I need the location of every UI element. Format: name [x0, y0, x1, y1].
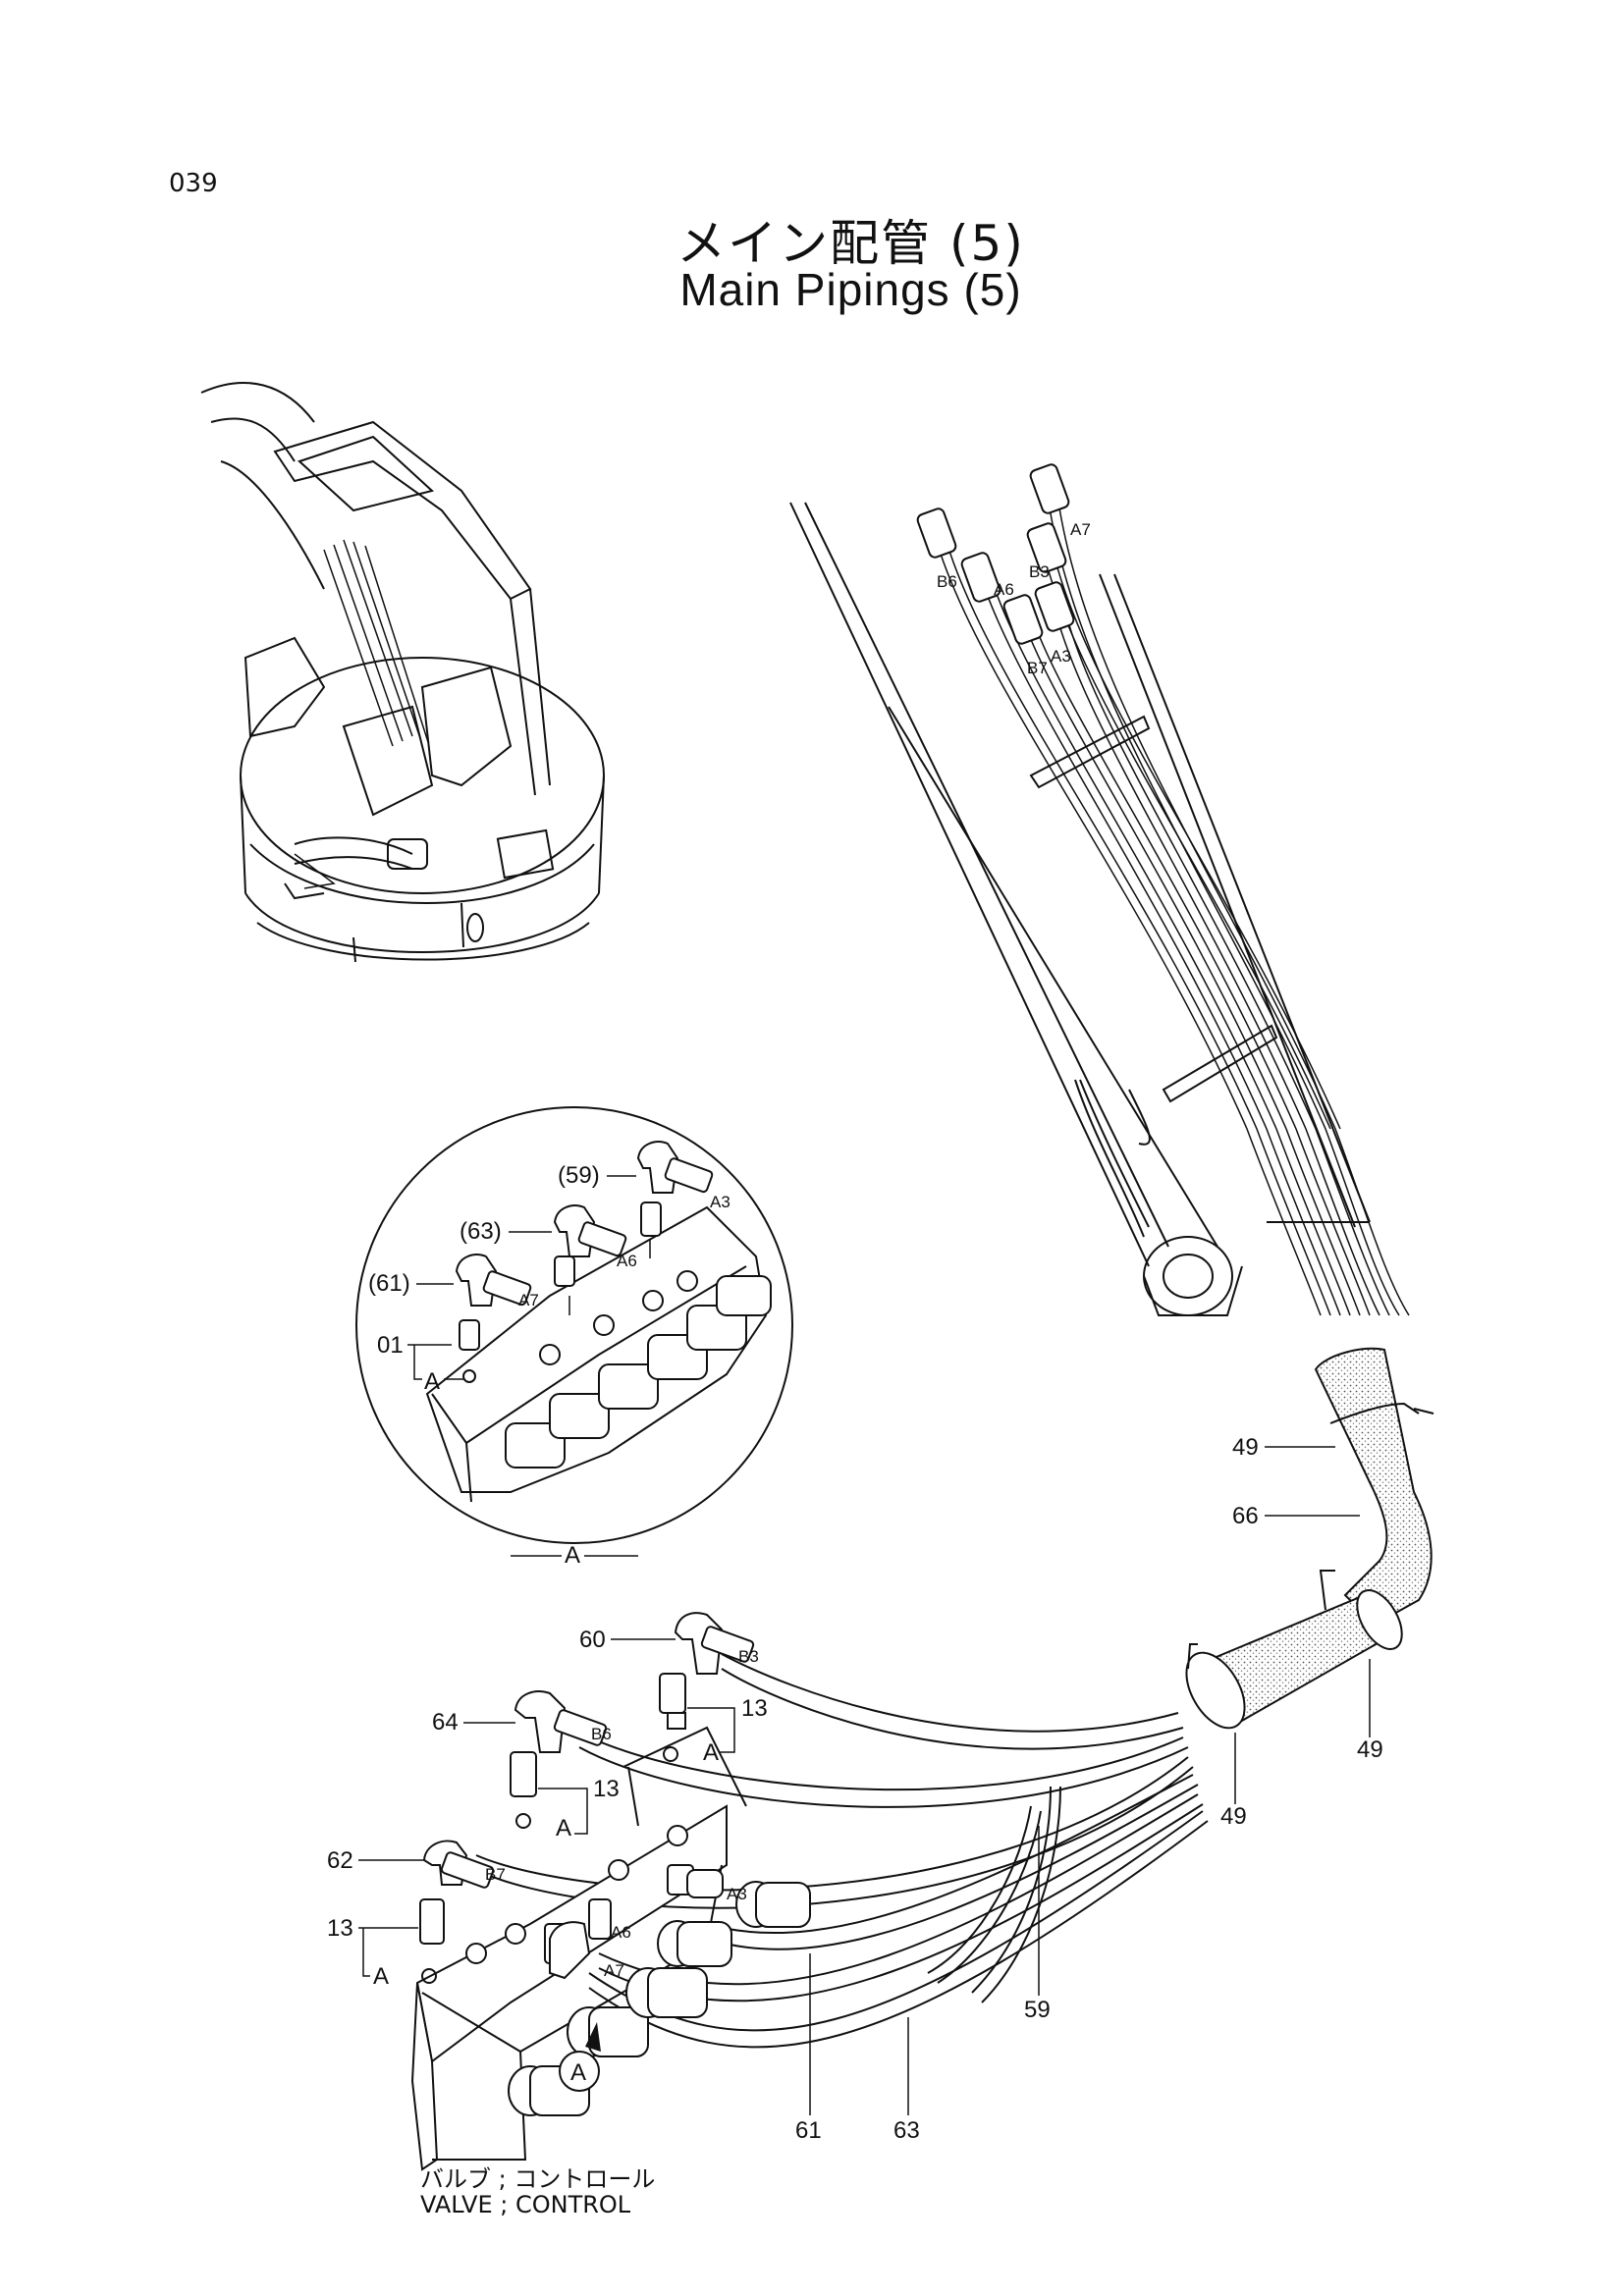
boom-port-labels: A7 B3 B6 A6 B7 A3	[937, 520, 1091, 677]
detail-port-a3: A3	[710, 1193, 730, 1211]
callout-13-middle: 13	[593, 1776, 620, 1802]
callout-49-right: 49	[1357, 1736, 1383, 1763]
boom-illustration: A7 B3 B6 A6 B7 A3	[789, 463, 1410, 1316]
valve-caption-japanese: バルブ ; コントロール	[420, 2165, 656, 2193]
view-marker-a-letter: A	[570, 2059, 586, 2086]
page-title-japanese: メイン配管 (5)	[676, 215, 1025, 272]
hose-end-fittings	[916, 463, 1075, 645]
callout-66: 66	[1232, 1503, 1259, 1529]
elbow-fittings	[419, 1612, 755, 1984]
callout-62: 62	[327, 1847, 353, 1874]
detail-view-labels: (59) (63) (61) 01 A A3 A6 A7 A	[368, 1162, 730, 1569]
boom-label-a7: A7	[1070, 520, 1091, 539]
part-callouts: 49 66 49 49 60 64 62 13 13 13 A A A 59 6…	[327, 1434, 1383, 2144]
boom-label-a3: A3	[1051, 647, 1071, 666]
callout-13-top: 13	[741, 1695, 768, 1722]
callout-59: 59	[1024, 1997, 1051, 2023]
callout-ref-a-left: A	[373, 1963, 389, 1990]
port-label-a7: A7	[604, 1961, 624, 1980]
port-label-b6: B6	[591, 1725, 612, 1743]
callout-49-top: 49	[1232, 1434, 1259, 1461]
port-label-b3: B3	[738, 1647, 759, 1666]
hose-protector-sleeve	[1185, 1347, 1434, 1730]
detail-port-a6: A6	[617, 1252, 637, 1270]
boom-label-b3: B3	[1029, 562, 1050, 581]
callout-ref-a-top: A	[703, 1739, 719, 1766]
page-number: 039	[169, 169, 218, 198]
callout-49-bottom: 49	[1220, 1803, 1247, 1830]
callout-13-left: 13	[327, 1915, 353, 1942]
detail-callout-61: (61)	[368, 1270, 410, 1297]
valve-hoses	[475, 1653, 1209, 2049]
boom-label-b6: B6	[937, 572, 957, 591]
boom-label-b7: B7	[1027, 659, 1048, 677]
callout-ref-a-middle: A	[556, 1815, 571, 1842]
detail-callout-63: (63)	[460, 1218, 502, 1245]
valve-caption-english: VALVE ; CONTROL	[420, 2191, 631, 2218]
callout-64: 64	[432, 1709, 459, 1735]
excavator-overview-illustration	[200, 382, 605, 963]
callout-61: 61	[795, 2117, 822, 2144]
page-title-english: Main Pipings (5)	[679, 264, 1022, 315]
callout-63: 63	[893, 2117, 920, 2144]
boom-label-a6: A6	[994, 580, 1014, 599]
detail-callout-01: 01	[377, 1332, 404, 1359]
detail-ref-a: A	[424, 1368, 440, 1395]
detail-port-a7: A7	[518, 1291, 539, 1309]
port-label-a3: A3	[727, 1885, 747, 1903]
view-marker-a: A	[559, 2022, 601, 2092]
port-label-a6: A6	[611, 1923, 631, 1942]
port-label-b7: B7	[485, 1865, 506, 1884]
detail-view-title: A	[565, 1542, 580, 1569]
valve-port-labels: B3 B6 B7 A3 A6 A7	[485, 1647, 759, 1980]
callout-60: 60	[579, 1627, 606, 1653]
detail-view-a	[355, 1106, 793, 1544]
detail-callout-59: (59)	[558, 1162, 600, 1189]
